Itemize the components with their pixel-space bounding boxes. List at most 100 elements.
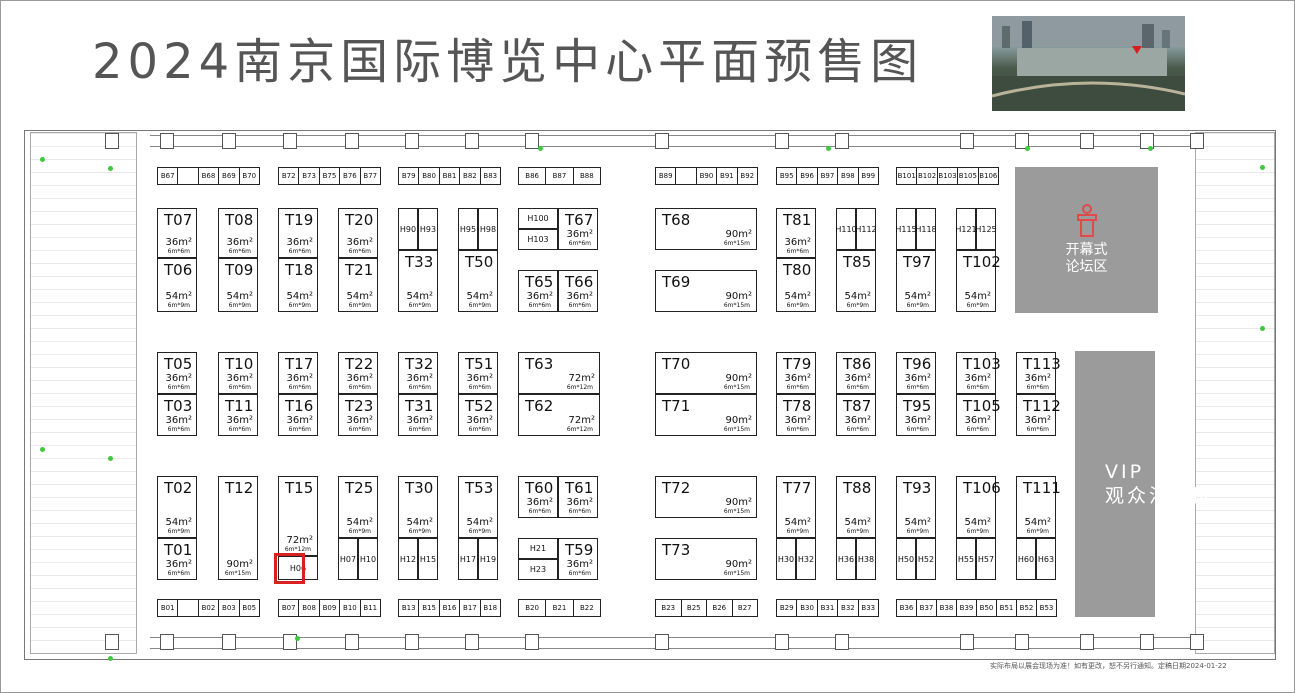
strip-booth[interactable]: B91 bbox=[716, 167, 738, 185]
strip-booth[interactable]: B10 bbox=[339, 599, 361, 617]
strip-booth[interactable]: B11 bbox=[359, 599, 381, 617]
strip-booth[interactable]: B98 bbox=[837, 167, 859, 185]
h-booth[interactable]: H17 bbox=[458, 538, 478, 580]
h-booth[interactable]: H07 bbox=[338, 538, 358, 580]
strip-booth[interactable]: B36 bbox=[896, 599, 917, 617]
h-booth[interactable]: H52 bbox=[916, 538, 936, 580]
strip-booth[interactable]: B73 bbox=[298, 167, 320, 185]
strip-booth[interactable]: B95 bbox=[776, 167, 798, 185]
h-booth[interactable]: H50 bbox=[896, 538, 916, 580]
strip-booth[interactable]: B72 bbox=[278, 167, 300, 185]
h-booth[interactable]: H55 bbox=[956, 538, 976, 580]
h-booth[interactable]: H93 bbox=[418, 208, 438, 250]
strip-booth[interactable]: B82 bbox=[459, 167, 481, 185]
h-booth[interactable]: H121 bbox=[955, 208, 977, 250]
strip-booth[interactable]: B67 bbox=[157, 167, 179, 185]
strip-booth[interactable]: B38 bbox=[936, 599, 957, 617]
strip-booth[interactable]: B33 bbox=[857, 599, 879, 617]
h-booth[interactable]: H60 bbox=[1016, 538, 1036, 580]
strip-booth[interactable]: B81 bbox=[438, 167, 461, 185]
strip-booth[interactable]: B25 bbox=[680, 599, 707, 617]
strip-booth[interactable]: B69 bbox=[218, 167, 240, 185]
strip-booth[interactable]: B102 bbox=[916, 167, 938, 185]
strip-booth[interactable]: B86 bbox=[518, 167, 547, 185]
strip-booth[interactable]: B29 bbox=[776, 599, 798, 617]
strip-booth[interactable]: B17 bbox=[459, 599, 481, 617]
strip-booth[interactable] bbox=[675, 167, 697, 185]
strip-booth[interactable]: B02 bbox=[197, 599, 220, 617]
strip-booth[interactable]: B90 bbox=[695, 167, 718, 185]
h-booth[interactable]: H32 bbox=[796, 538, 816, 580]
strip-booth[interactable]: B30 bbox=[796, 599, 818, 617]
h-booth[interactable]: H36 bbox=[836, 538, 856, 580]
h-booth[interactable]: H95 bbox=[458, 208, 478, 250]
strip-booth[interactable]: B05 bbox=[238, 599, 260, 617]
h-booth[interactable]: H06 bbox=[278, 556, 318, 580]
h-booth[interactable]: H57 bbox=[976, 538, 996, 580]
strip-booth[interactable]: B53 bbox=[1036, 599, 1057, 617]
strip-booth[interactable]: B79 bbox=[398, 167, 420, 185]
strip-booth[interactable]: B32 bbox=[837, 599, 859, 617]
h-booth[interactable]: H110 bbox=[835, 208, 857, 250]
strip-booth[interactable]: B97 bbox=[816, 167, 839, 185]
strip-booth[interactable]: B03 bbox=[218, 599, 240, 617]
h-booth[interactable]: H63 bbox=[1036, 538, 1056, 580]
strip-booth[interactable] bbox=[177, 167, 199, 185]
h-booth[interactable]: H98 bbox=[478, 208, 498, 250]
strip-booth[interactable]: B80 bbox=[418, 167, 440, 185]
h-booth[interactable]: H30 bbox=[776, 538, 796, 580]
strip-booth[interactable]: B26 bbox=[706, 599, 733, 617]
h-booth[interactable]: H15 bbox=[418, 538, 438, 580]
h-booth[interactable]: H125 bbox=[975, 208, 997, 250]
strip-booth[interactable]: B01 bbox=[157, 599, 179, 617]
strip-booth[interactable]: B88 bbox=[572, 167, 601, 185]
strip-booth[interactable]: B51 bbox=[996, 599, 1017, 617]
strip-booth[interactable]: B99 bbox=[857, 167, 879, 185]
strip-booth[interactable]: B22 bbox=[572, 599, 601, 617]
strip-booth[interactable]: B103 bbox=[936, 167, 959, 185]
h-booth[interactable]: H90 bbox=[398, 208, 418, 250]
strip-booth[interactable]: B50 bbox=[976, 599, 997, 617]
strip-booth[interactable]: B08 bbox=[298, 599, 320, 617]
